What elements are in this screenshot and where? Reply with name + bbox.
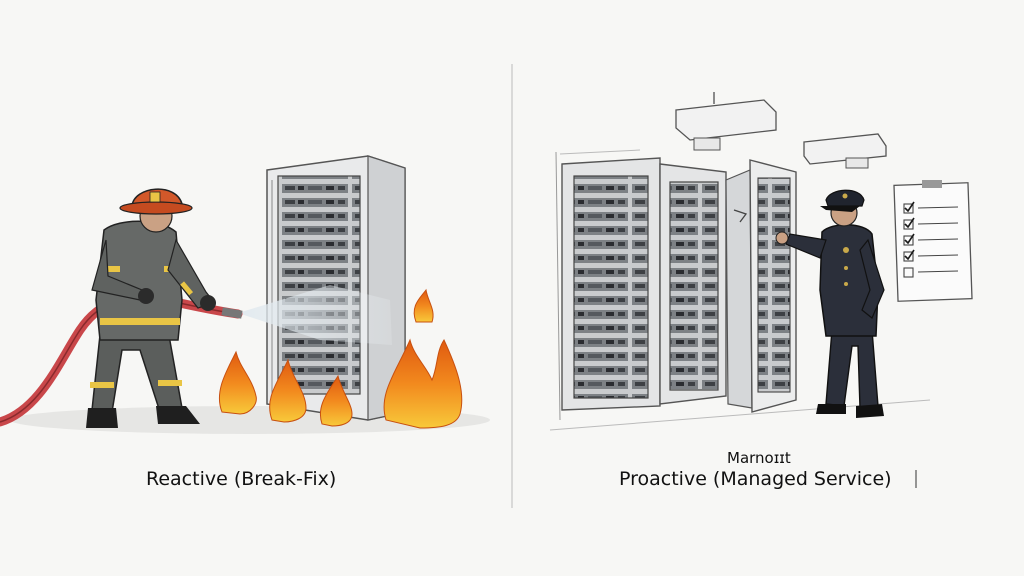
checklist-icon: [893, 180, 973, 302]
left-caption: Reactive (Break-Fix): [146, 468, 337, 490]
fire-icon: [218, 288, 463, 429]
projector-icon: [675, 92, 887, 169]
firefighter-figure: [86, 188, 216, 428]
right-panel-scene: [549, 92, 973, 488]
right-caption: Proactive (Managed Service): [619, 468, 892, 490]
burning-server-rack: [266, 155, 406, 421]
left-panel-scene: [0, 155, 490, 434]
server-rack-row: [561, 157, 797, 413]
water-spray-icon: [238, 285, 392, 345]
officer-figure: [775, 189, 885, 418]
right-caption-top: Marnoɪɪt: [727, 449, 791, 467]
